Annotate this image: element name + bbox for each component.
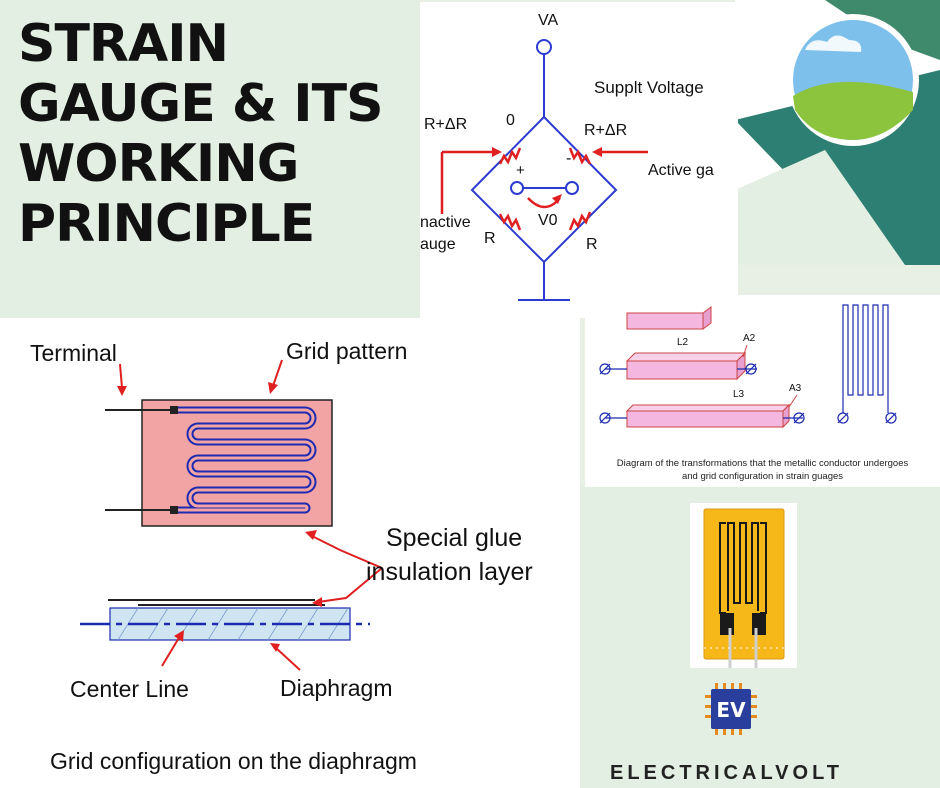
strain-gauge-photo bbox=[690, 503, 797, 668]
grid-caption: Grid configuration on the diaphragm bbox=[50, 748, 417, 774]
l2-label: L2 bbox=[677, 337, 689, 348]
terminal-label: Terminal bbox=[30, 340, 117, 366]
v0-label: V0 bbox=[538, 212, 558, 229]
wheatstone-bridge-diagram: VA Supplt Voltage R+ΔR 0 R+ΔR - + Active… bbox=[420, 2, 738, 318]
grid-configuration-diagram: Terminal Grid pattern Special glue insul… bbox=[0, 318, 580, 788]
active-gauge-label: Active ga bbox=[648, 162, 714, 179]
conductor-transformations-diagram: L2 A2 L3 A3 Diagram of the transformatio… bbox=[585, 295, 940, 487]
brand-name: ELECTRICALVOLT bbox=[610, 762, 844, 784]
title-line-3: WORKING bbox=[18, 134, 299, 194]
supply-voltage-label: Supplt Voltage bbox=[594, 78, 704, 97]
grid-pattern-label: Grid pattern bbox=[286, 338, 408, 364]
insulation-layer-label: insulation layer bbox=[366, 558, 533, 586]
inactive-gauge-label-2: auge bbox=[420, 236, 456, 253]
left-r-plus-dr-label: R+ΔR bbox=[424, 116, 468, 133]
logo-text: EV bbox=[716, 698, 746, 722]
right-r-label: R bbox=[586, 236, 598, 253]
title-line-2: GAUGE & ITS bbox=[18, 74, 384, 134]
special-glue-label: Special glue bbox=[386, 524, 523, 552]
plus-label: + bbox=[516, 162, 525, 179]
right-r-plus-dr-label: R+ΔR bbox=[584, 122, 628, 139]
background-left-panel bbox=[0, 0, 420, 318]
a3-label: A3 bbox=[789, 383, 802, 394]
left-r-label: R bbox=[484, 230, 496, 247]
l3-label: L3 bbox=[733, 389, 745, 400]
landscape-decoration bbox=[735, 0, 940, 265]
electricalvolt-logo: EV bbox=[705, 683, 757, 735]
title-line-1: STRAIN bbox=[18, 14, 229, 74]
minus-label: - bbox=[566, 150, 572, 167]
zero-node-label: 0 bbox=[506, 112, 515, 129]
title-line-4: PRINCIPLE bbox=[18, 194, 315, 254]
transformations-caption-line-2: and grid configuration in strain guages bbox=[681, 471, 844, 482]
page-title: STRAIN GAUGE & ITS WORKING PRINCIPLE bbox=[18, 14, 418, 254]
transformations-caption-line-1: Diagram of the transformations that the … bbox=[616, 458, 909, 469]
center-line-label: Center Line bbox=[70, 676, 189, 702]
inactive-gauge-label-1: nactive bbox=[420, 214, 471, 231]
va-label: VA bbox=[538, 12, 559, 29]
transformations-caption: Diagram of the transformations that the … bbox=[585, 457, 940, 483]
diaphragm-label: Diaphragm bbox=[280, 675, 393, 701]
a2-label: A2 bbox=[743, 333, 756, 344]
